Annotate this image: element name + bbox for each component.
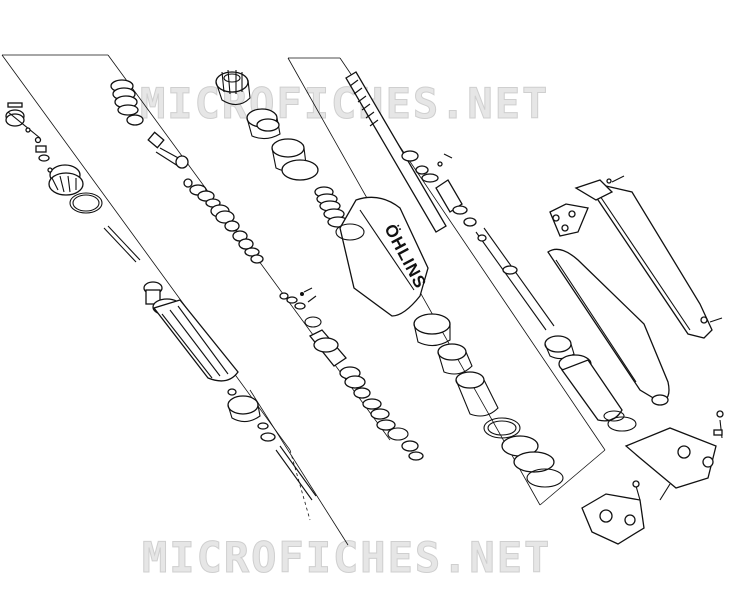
main-spring [314,186,349,228]
fork-cap-nut [215,69,251,106]
outer-tube-lower [143,281,317,501]
top-cap-assembly [5,102,103,214]
axle-clamp [624,410,724,501]
damper-cartridge [335,196,429,317]
damper-rod [103,225,141,263]
left-assembly-frame [1,54,391,546]
fork-bottom [581,480,645,545]
rebound-valve-stack [279,292,424,461]
watermark-bottom: MICROFICHES.NET [142,533,551,582]
misc-hardware [300,153,453,296]
inner-fork-tube [345,71,555,331]
compression-valve-stack [110,79,264,264]
fork-slider [547,248,670,406]
watermark-top: MICROFICHES.NET [140,79,549,128]
lower-bushings [544,335,637,432]
fork-guard [549,175,723,339]
seal-and-bushing-set [413,313,564,488]
upper-bushings [246,108,319,181]
